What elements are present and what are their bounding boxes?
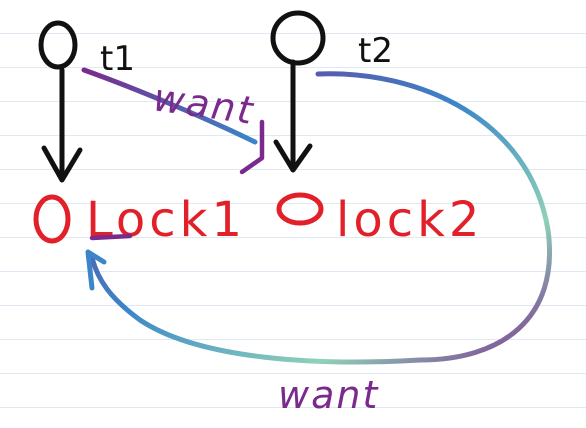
arrow-head — [273, 139, 313, 173]
lock-label-lock2: lock2 — [336, 192, 483, 248]
want-label-t2: want — [278, 373, 379, 417]
lock-circle-lock2 — [276, 192, 324, 226]
thread-node-t2: t2 — [270, 10, 393, 71]
want-arrow-head — [85, 249, 107, 291]
want-curve — [89, 71, 552, 365]
holds-arrow-t1-lock1 — [41, 67, 83, 183]
thread-label-t1: t1 — [100, 39, 135, 79]
want-arrow-head — [239, 119, 265, 175]
want-label-t1: want — [151, 75, 258, 133]
want-edge-t1-lock2: want — [81, 67, 265, 175]
thread-label-t2: t2 — [358, 31, 393, 71]
lock-node-lock2: lock2 — [276, 192, 483, 248]
want-edge-t2-lock1: want — [85, 71, 552, 417]
lock1-underline — [89, 233, 133, 241]
thread-circle-t2 — [270, 10, 326, 66]
arrow-head — [41, 145, 83, 183]
thread-circle-t1 — [38, 20, 78, 70]
holds-arrow-t2-lock2 — [273, 59, 313, 173]
lock-circle-lock1 — [33, 194, 71, 244]
lock-label-lock1: Lock1 — [86, 192, 246, 248]
thread-node-t1: t1 — [38, 20, 135, 79]
want-curve — [81, 67, 258, 145]
lock-node-lock1: Lock1 — [33, 192, 246, 248]
